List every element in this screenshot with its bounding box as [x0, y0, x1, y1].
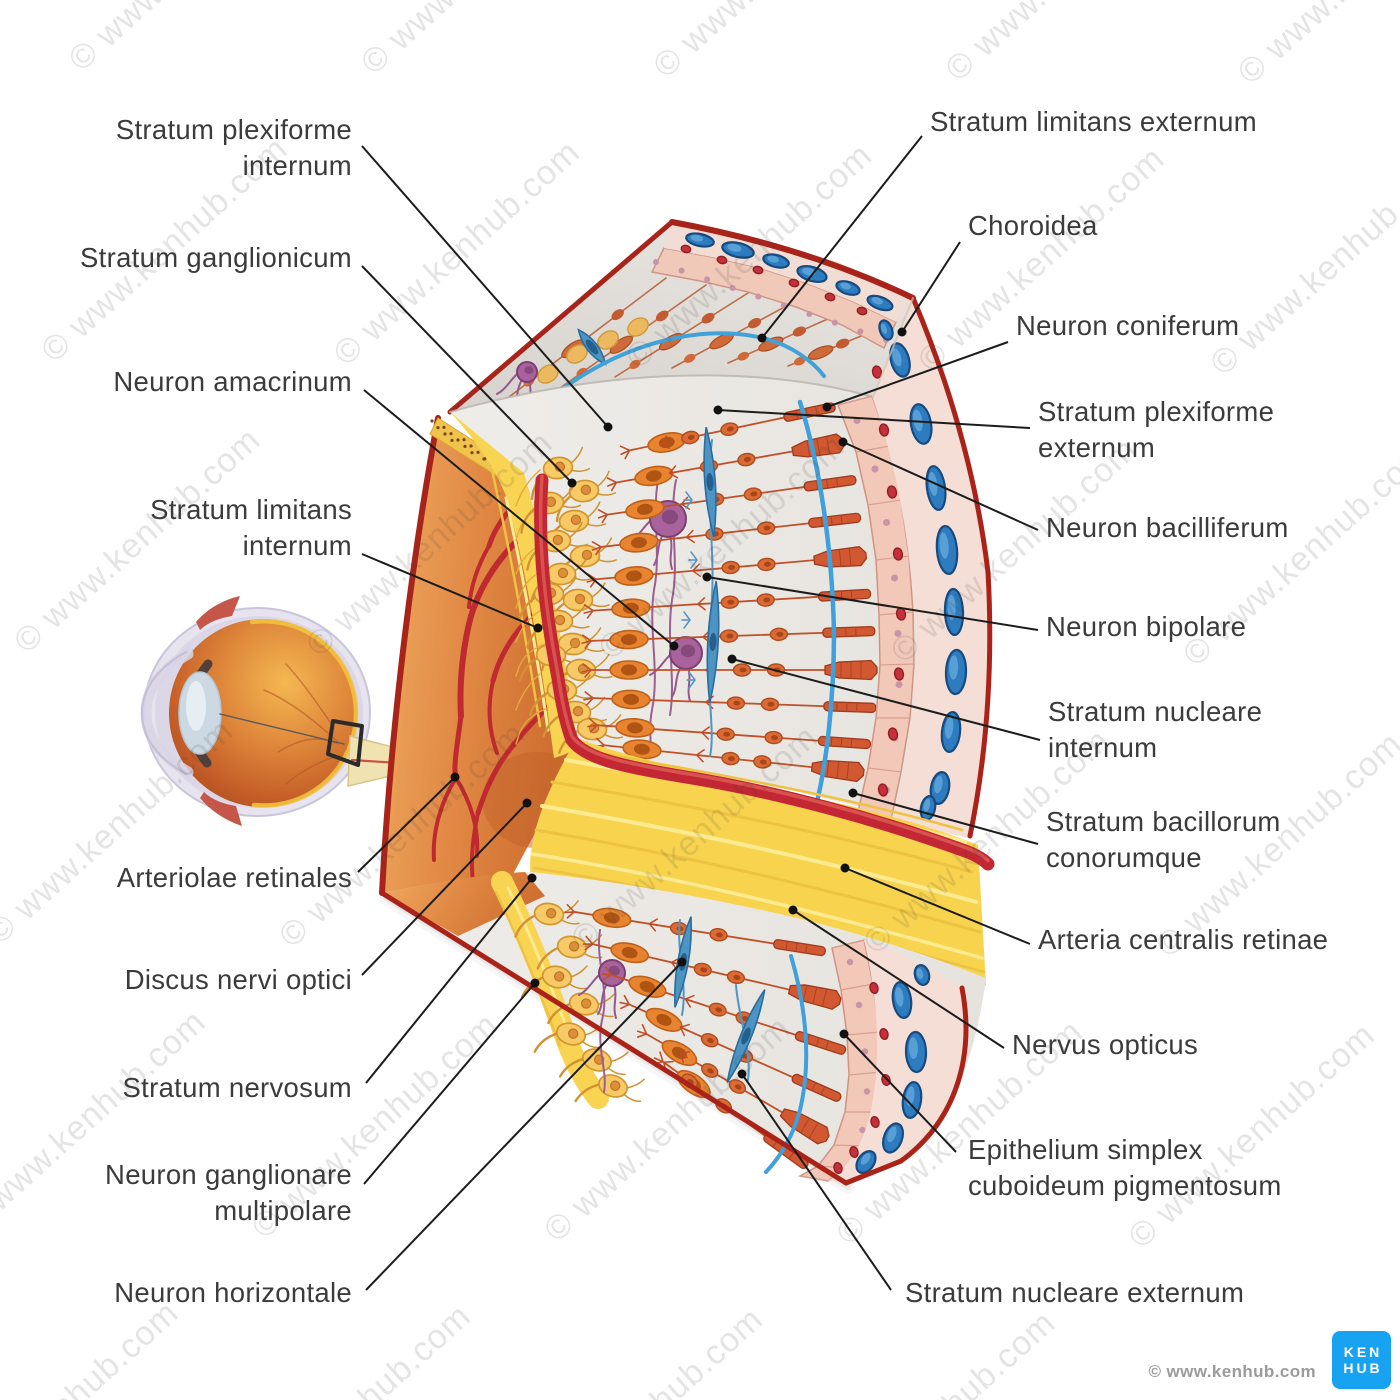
svg-text:© www.kenhub.com: © www.kenhub.com	[0, 0, 30, 75]
label-line: Neuron bipolare	[1046, 611, 1247, 642]
photoreceptor-rows-lower	[564, 903, 847, 1170]
label-stratum-limitans-externum: Stratum limitans externum	[930, 104, 1257, 140]
label-line: cuboideum pigmentosum	[968, 1170, 1282, 1201]
svg-text:© www.kenhub.com: © www.kenhub.com	[61, 0, 322, 79]
photoreceptor-row	[587, 717, 872, 750]
label-line: externum	[1038, 432, 1156, 463]
photoreceptor-row	[636, 1024, 830, 1145]
label-stratum-nucleare-externum: Stratum nucleare externum	[905, 1275, 1244, 1311]
svg-text:© www.kenhub.com: © www.kenhub.com	[0, 126, 3, 366]
label-stratum-bacillorum-conorumque: Stratum bacillorum conorumque	[1046, 804, 1281, 876]
photoreceptor-row	[564, 903, 826, 957]
leader-lines	[357, 135, 1041, 1291]
svg-text:© www.kenhub.com: © www.kenhub.com	[1203, 143, 1400, 383]
label-line: Nervus opticus	[1012, 1029, 1199, 1060]
label-line: multipolare	[214, 1195, 352, 1226]
top-cut-face	[447, 219, 916, 415]
svg-text:© www.kenhub.com: © www.kenhub.com	[1230, 0, 1400, 92]
label-neuron-coniferum: Neuron coniferum	[1016, 308, 1239, 344]
label-line: Stratum limitans externum	[930, 106, 1257, 137]
label-stratum-ganglionicum: Stratum ganglionicum	[80, 240, 352, 276]
photoreceptor-row	[581, 659, 878, 681]
label-neuron-horizontale: Neuron horizontale	[114, 1275, 352, 1311]
label-arteria-centralis-retinae: Arteria centralis retinae	[1038, 922, 1328, 958]
label-line: Stratum limitans	[150, 494, 352, 525]
label-line: Stratum ganglionicum	[80, 242, 352, 273]
label-neuron-ganglionare-multipolare: Neuron ganglionare multipolare	[105, 1157, 352, 1229]
label-line: Arteria centralis retinae	[1038, 924, 1329, 955]
central-retinal-artery	[534, 473, 995, 871]
label-stratum-plexiforme-internum: Stratum plexiforme internum	[116, 112, 352, 184]
label-discus-nervi-optici: Discus nervi optici	[125, 962, 352, 998]
label-line: Neuron amacrinum	[113, 366, 352, 397]
front-face-upper	[449, 295, 993, 839]
svg-text:© www.kenhub.com: © www.kenhub.com	[0, 711, 240, 951]
logo-text-line: HUB	[1343, 1360, 1383, 1376]
label-neuron-amacrinum: Neuron amacrinum	[113, 364, 352, 400]
label-line: Stratum plexiforme	[1038, 396, 1275, 427]
photoreceptor-row	[582, 935, 842, 1010]
label-line: Epithelium simplex	[968, 1134, 1203, 1165]
label-line: Stratum nucleare externum	[905, 1277, 1245, 1308]
label-line: Stratum nucleare	[1048, 696, 1263, 727]
label-line: Stratum bacillorum	[1046, 806, 1281, 837]
label-line: internum	[1048, 732, 1158, 763]
label-stratum-nucleare-internum: Stratum nucleare internum	[1048, 694, 1262, 766]
label-line: Stratum plexiforme	[115, 114, 352, 145]
label-stratum-plexiforme-externum: Stratum plexiforme externum	[1038, 394, 1274, 466]
svg-text:© www.kenhub.com: © www.kenhub.com	[217, 1297, 478, 1400]
photoreceptor-row	[583, 689, 877, 713]
svg-text:© www.kenhub.com: © www.kenhub.com	[646, 0, 907, 85]
label-line: internum	[242, 530, 352, 561]
label-neuron-bacilliferum: Neuron bacilliferum	[1046, 510, 1289, 546]
label-neuron-bipolare: Neuron bipolare	[1046, 609, 1246, 645]
copyright-text: © www.kenhub.com	[1148, 1362, 1316, 1381]
label-line: Arteriolae retinales	[116, 862, 352, 893]
label-line: Neuron coniferum	[1016, 310, 1240, 341]
label-line: Stratum nervosum	[122, 1072, 352, 1103]
label-line: conorumque	[1046, 842, 1202, 873]
label-arteriolae-retinales: Arteriolae retinales	[117, 860, 352, 896]
photoreceptor-row	[597, 475, 857, 524]
photoreceptor-row	[591, 512, 862, 556]
label-line: Discus nervi optici	[124, 964, 352, 995]
ganglion-cells	[517, 446, 624, 754]
label-nervus-opticus: Nervus opticus	[1012, 1027, 1198, 1063]
choroid-band	[871, 295, 993, 839]
logo-text-line: KEN	[1343, 1344, 1383, 1360]
kenhub-logo: KEN HUB	[1332, 1331, 1391, 1389]
ganglion-cells-lower	[514, 900, 645, 1103]
label-line: Neuron horizontale	[114, 1277, 352, 1308]
svg-text:© www.kenhub.com: © www.kenhub.com	[509, 1300, 770, 1400]
svg-text:© www.kenhub.com: © www.kenhub.com	[802, 1303, 1063, 1400]
label-stratum-nervosum: Stratum nervosum	[123, 1070, 352, 1106]
label-stratum-limitans-internum: Stratum limitans internum	[150, 492, 352, 564]
label-choroidea: Choroidea	[968, 208, 1098, 244]
svg-text:© www.kenhub.com: © www.kenhub.com	[354, 0, 615, 82]
muller-cells	[681, 426, 720, 757]
label-epithelium-simplex-cuboideum-pigmentosum: Epithelium simplex cuboideum pigmentosum	[968, 1132, 1282, 1204]
svg-text:© www.kenhub.com: © www.kenhub.com	[938, 0, 1199, 89]
label-line: Neuron bacilliferum	[1046, 512, 1289, 543]
label-line: Choroidea	[968, 210, 1098, 241]
label-line: internum	[242, 150, 352, 181]
label-line: Neuron ganglionare	[105, 1159, 352, 1190]
